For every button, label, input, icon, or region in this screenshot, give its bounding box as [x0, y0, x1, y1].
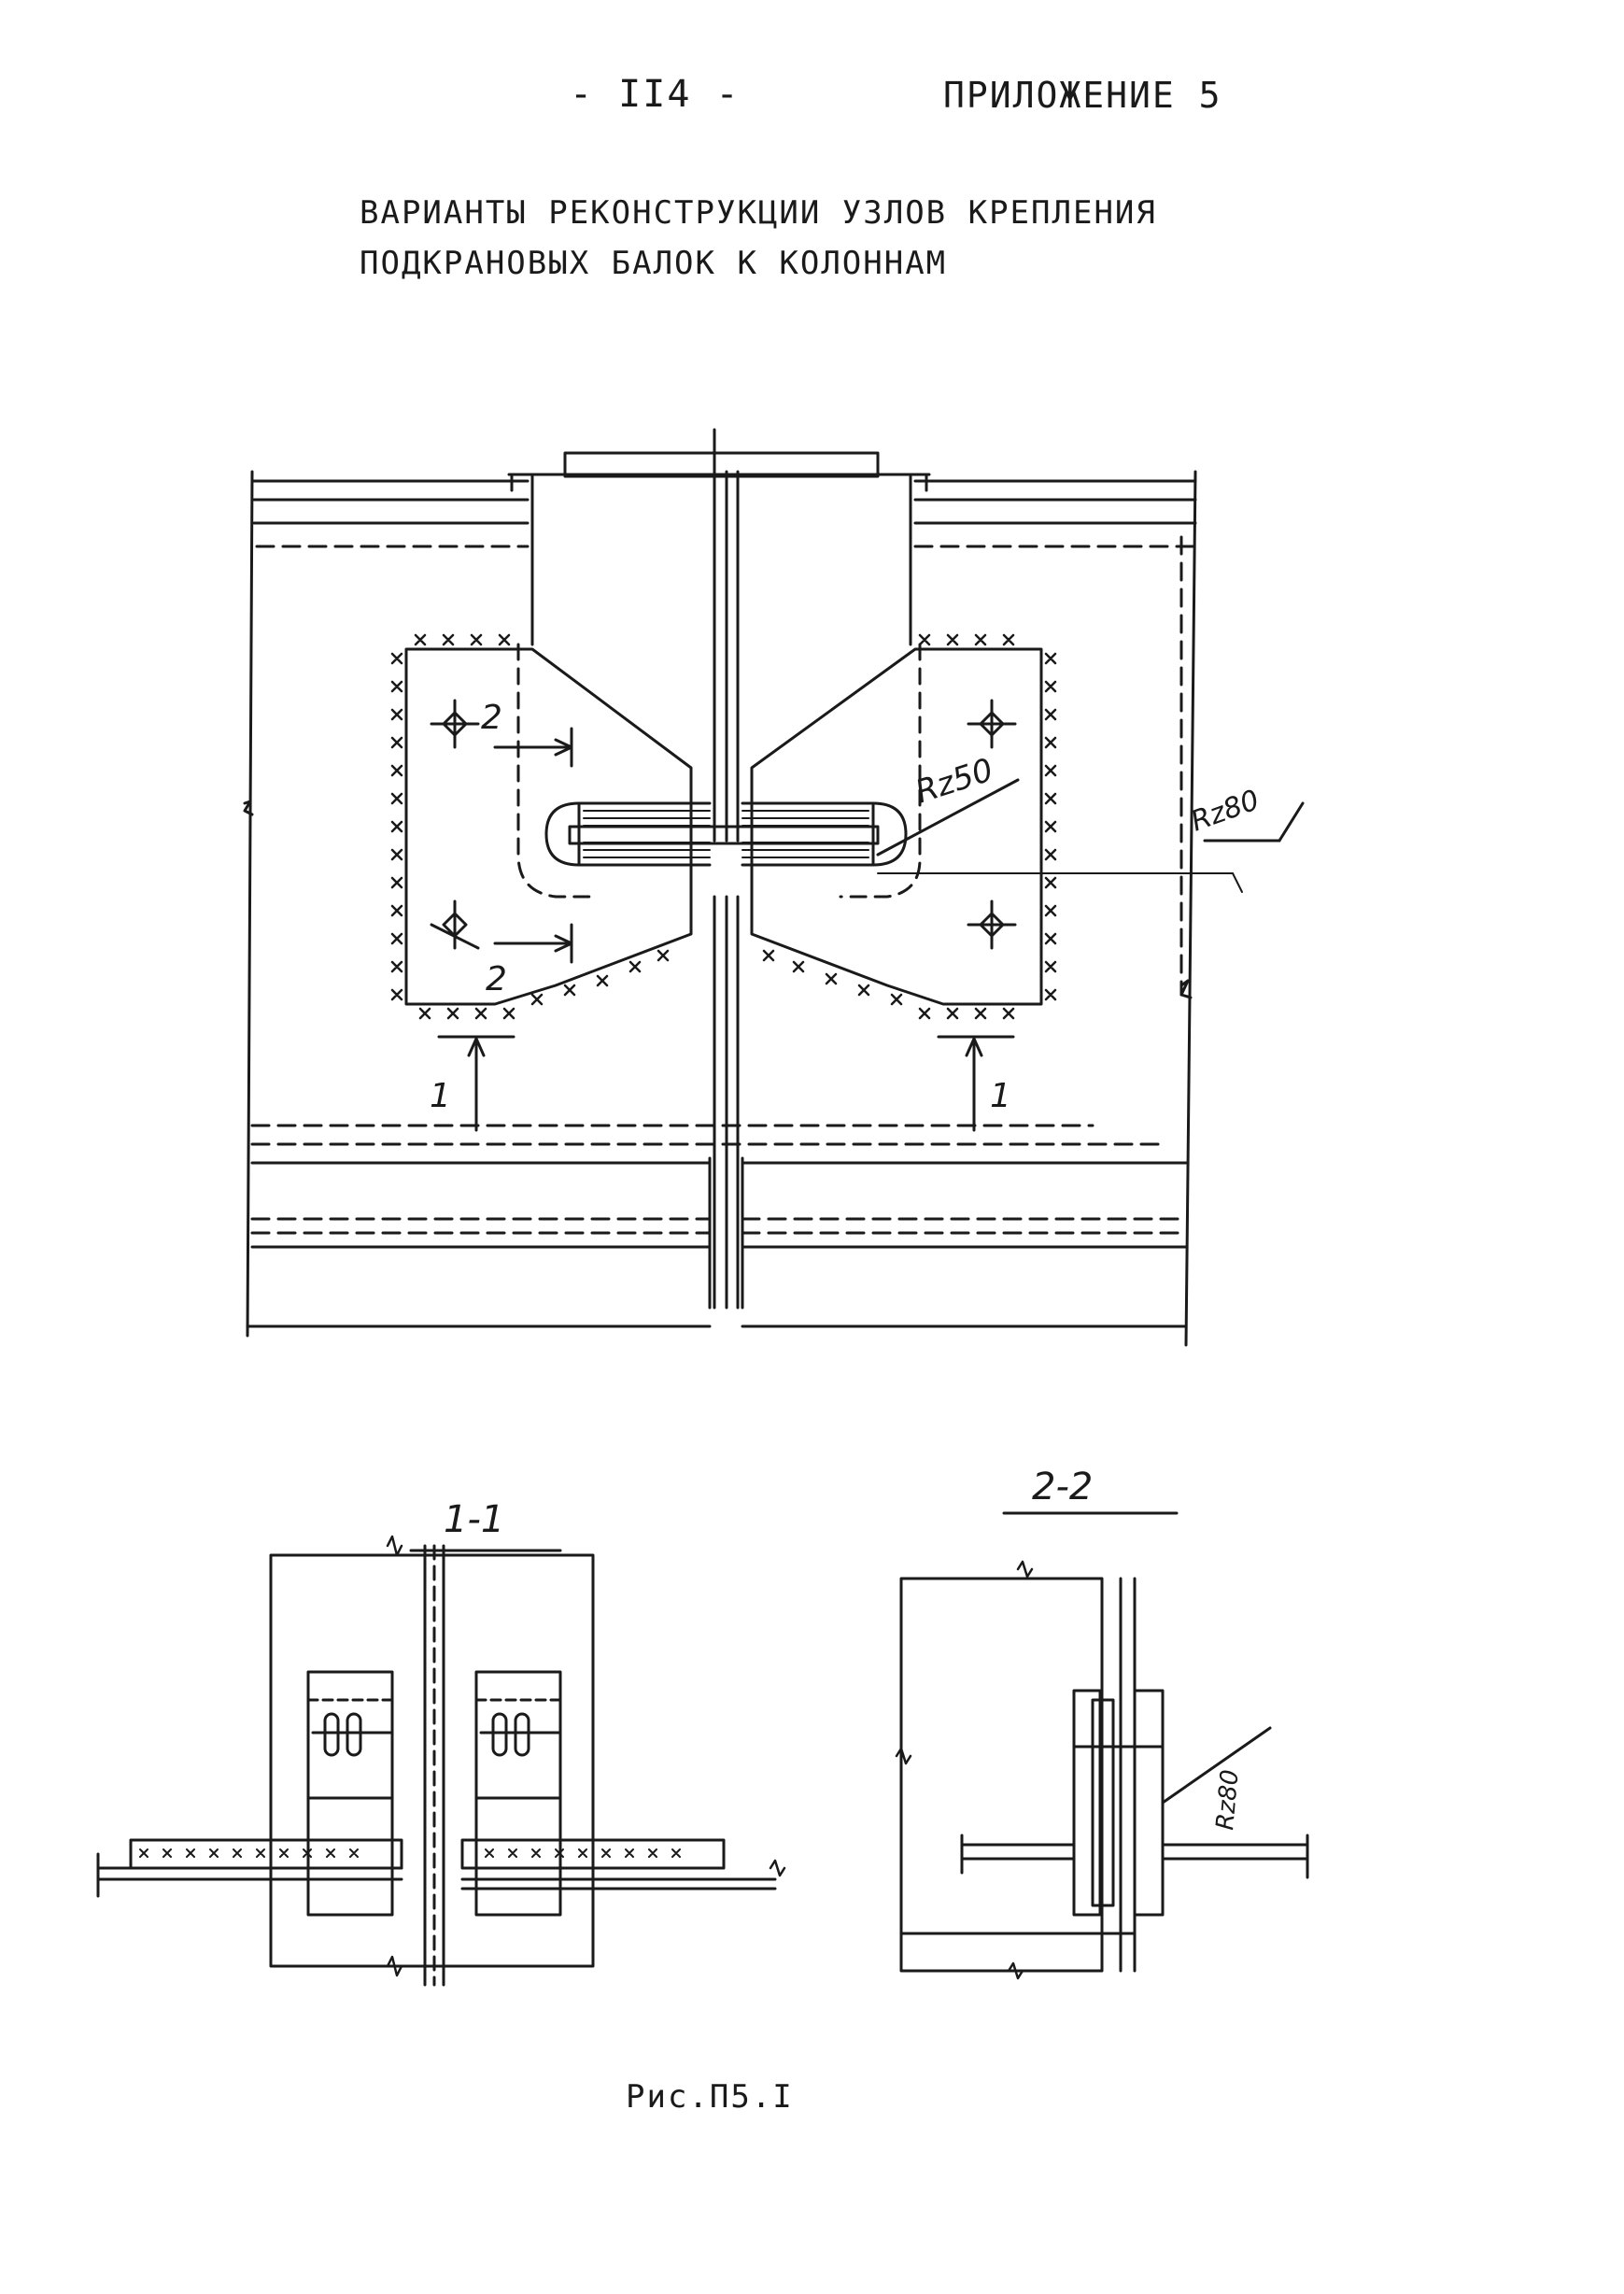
section-mark-1-left: 1	[430, 1077, 451, 1115]
bolt-marks	[430, 699, 1017, 950]
radius-note-rz50: Rz50	[911, 751, 997, 811]
section-mark-1-right: 1	[990, 1077, 1011, 1115]
main-elevation	[243, 428, 1305, 1347]
title-line-2: ПОДКРАНОВЫХ БАЛОК К КОЛОННАМ	[360, 245, 948, 282]
section-mark-2-bottom: 2	[486, 960, 507, 998]
section-mark-2-top: 2	[481, 699, 502, 737]
radius-note-rz80-section: Rz80	[1211, 1768, 1245, 1831]
section-2-2-drawing	[895, 1511, 1309, 1980]
page-number: - II4 -	[570, 73, 741, 116]
radius-note-rz80-main: Rz80	[1187, 784, 1264, 838]
figure-caption: Рис.П5.I	[626, 2078, 794, 2116]
section-2-2-label: 2-2	[1032, 1466, 1093, 1508]
weld-marks	[390, 633, 1057, 1020]
appendix-label: ПРИЛОЖЕНИЕ 5	[943, 75, 1222, 116]
section-1-1-drawing	[96, 1535, 786, 1987]
section-1-1-label: 1-1	[444, 1498, 504, 1541]
title-line-1: ВАРИАНТЫ РЕКОНСТРУКЦИИ УЗЛОВ КРЕПЛЕНИЯ	[360, 194, 1157, 232]
